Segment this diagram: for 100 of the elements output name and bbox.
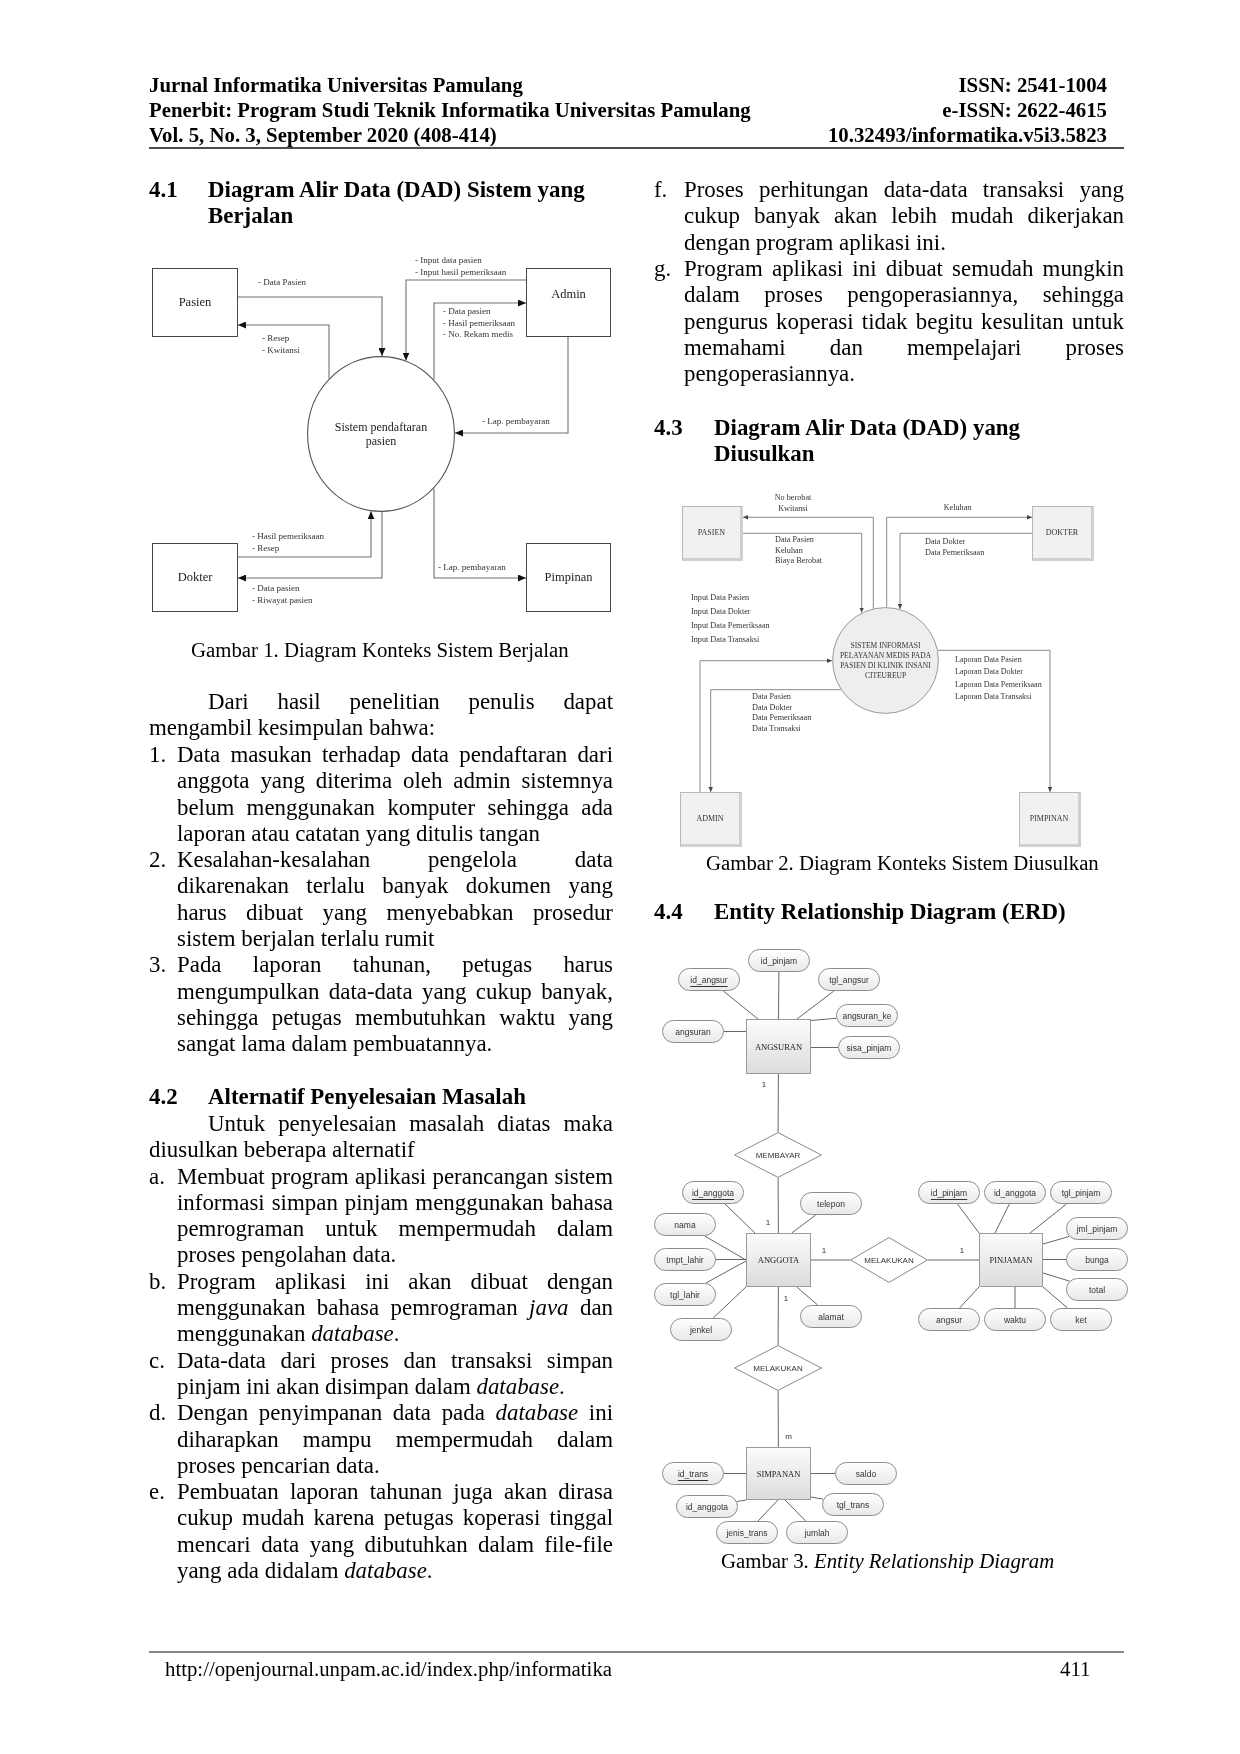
publisher-line: Penerbit: Program Studi Teknik Informatika Universitas Pamulang (149, 98, 751, 122)
attribute-line (722, 990, 759, 1020)
data-flow-arrow (237, 510, 375, 558)
list-item: c. Data-data dari proses dan transaksi simpan pinjam ini akan disimpan dalam database. (149, 1347, 613, 1401)
data-flow-arrow (897, 532, 1033, 610)
issn-number: ISSN: 2541-1004 (957, 73, 1107, 97)
figure-caption: Gambar 3. Entity Relationship Diagram (721, 1548, 1055, 1573)
section-heading: 4.3 Diagram Alir Data (DAD) yang Diusulkan (654, 414, 1022, 468)
data-flow-arrow (742, 515, 874, 609)
attribute-line (1029, 1203, 1067, 1234)
attribute-line (810, 1017, 837, 1021)
attribute-line (1042, 1259, 1067, 1260)
list-item: d. Dengan penyimpanan data pada database ini diharapkan mampu mempermudah dalam proses pencarian data. (149, 1400, 613, 1480)
attribute-line (736, 1499, 747, 1502)
relationship-line (777, 1390, 779, 1448)
external-entity-box: ADMIN (680, 792, 742, 847)
attribute-line (723, 1473, 747, 1474)
cardinality-label: 1 (959, 1245, 965, 1255)
entity-box: SIMPANAN (746, 1447, 811, 1500)
flow-label: - Lap. pembayaran (438, 562, 506, 574)
doi-text: 10.32493/informatika.v5i3.5823 (826, 123, 1107, 147)
volume-info: Vol. 5, No. 3, September 2020 (408-414) (149, 123, 497, 147)
entity-box: ANGSURAN (746, 1019, 811, 1074)
journal-name: Jurnal Informatika Universitas Pamulang (149, 73, 523, 97)
attribute-line (712, 1286, 747, 1319)
flow-label: Data Pasien Keluhan Biaya Berobat (775, 535, 823, 568)
cardinality-label: 1 (765, 1217, 771, 1227)
external-entity-box: Pimpinan (526, 543, 611, 612)
relationship-line (810, 1259, 851, 1261)
external-entity-box: PASIEN (682, 506, 743, 561)
relationship-line (927, 1259, 980, 1261)
data-flow-arrow (708, 689, 842, 793)
flow-label: Input Data Pasien Input Data Dokter Input Data Pemeriksaan Input Data Transaksi (691, 591, 770, 647)
attribute-line (810, 1047, 839, 1048)
attribute-line (704, 1235, 747, 1261)
figure-caption: Gambar 2. Diagram Konteks Sistem Diusulkan (706, 850, 1099, 875)
attribute-line (959, 1286, 980, 1309)
attribute-line (796, 990, 835, 1020)
data-flow-arrow (886, 515, 1033, 608)
list-item: a. Membuat program aplikasi perancangan sistem informasi simpan pinjam menggunakan bahasa pemrograman untuk mempermudah dalam proses pengolahan data. (149, 1163, 613, 1269)
data-flow-arrow (237, 296, 386, 357)
attribute-line (810, 1473, 836, 1474)
attribute-line (796, 1286, 819, 1306)
external-entity-box: DOKTER (1032, 506, 1094, 561)
entity-box: ANGGOTA (746, 1233, 811, 1287)
footer-url: http://openjournal.unpam.ac.id/index.php/informatika (165, 1657, 613, 1681)
list-item: f. Proses perhitungan data-data transaksi yang cukup banyak akan lebih mudah dikerjakan dengan program aplikasi ini. (654, 177, 1124, 256)
relationship-line (777, 1177, 779, 1234)
section-heading: 4.1 Diagram Alir Data (DAD) Sistem yang Berjalan (149, 177, 586, 230)
page-number: 411 (1060, 1657, 1091, 1681)
attribute-line (723, 1031, 747, 1032)
relationship-diamond: MELAKUKAN (734, 1345, 822, 1391)
attribute-line (778, 971, 780, 1020)
flow-label: Laporan Data Pasien Laporan Data Dokter Laporan Data Pemeriksaan Laporan Data Transaksi (955, 654, 1042, 704)
data-flow-arrow (237, 511, 383, 582)
attribute-line (757, 1499, 779, 1522)
list-item: e. Pembuatan laporan tahunan juga akan dirasa cukup mudah karena petugas koperasi tinggal mencari data yang dibutuhkan dalam file-file yang ada didalam database. (149, 1479, 613, 1585)
relationship-line (777, 1286, 779, 1346)
flow-label: - Lap. pembayaran (482, 416, 550, 428)
list-item: 1. Data masukan terhadap data pendaftaran dari anggota yang diterima oleh admin sistemnya belum menggunakan komputer sehingga ada laporan atau catatan yang ditulis tangan (149, 742, 613, 848)
list-item: b. Program aplikasi ini akan dibuat dengan menggunakan bahasa pemrograman java dan menggunakan database. (149, 1268, 613, 1348)
attribute-line (1042, 1272, 1071, 1282)
flow-label: - Hasil pemeriksaan - Resep (252, 531, 324, 554)
data-flow-arrow (742, 532, 864, 614)
relationship-diamond: MEMBAYAR (734, 1132, 822, 1178)
list-item: 2. Kesalahan-kesalahan pengelola data dikarenakan terlalu banyak dokumen yang harus dibuat yang menyebabkan prosedur sistem berjalan terlalu rumit (149, 847, 613, 953)
attribute-line (1042, 1236, 1070, 1245)
data-flow-arrow (937, 649, 1053, 793)
attribute-line (994, 1203, 1010, 1234)
eissn-number: e-ISSN: 2622-4615 (941, 98, 1107, 122)
process-circle: Sistem pendaftaran pasien (307, 356, 455, 512)
external-entity-box: Dokter (152, 543, 238, 612)
attribute-line (810, 1496, 824, 1500)
attribute-line (1042, 1286, 1068, 1309)
list-item: g. Program aplikasi ini dibuat semudah mungkin dalam proses pengoperasiannya, sehingga pengurus koperasi tidak begitu kesulitan untuk memahami dan mempelajari proses pengoperasiannya. (654, 256, 1124, 388)
external-entity-box: Admin (526, 268, 611, 337)
external-entity-box: PIMPINAN (1019, 792, 1081, 847)
attribute-line (957, 1203, 980, 1234)
cardinality-label: 1 (821, 1245, 827, 1255)
attribute-line (705, 1260, 747, 1284)
attribute-line (1014, 1286, 1016, 1309)
list-item: 3. Pada laporan tahunan, petugas harus mengumpulkan data-data yang cukup banyak, sehingga petugas membutuhkan waktu yang sangat lama dalam pembuatannya. (149, 952, 613, 1058)
entity-box: PINJAMAN (979, 1233, 1043, 1287)
flow-label: - Resep - Kwitansi (262, 333, 300, 356)
cardinality-label: 1 (783, 1293, 789, 1303)
section-heading: 4.2 Alternatif Penyelesaian Masalah (149, 1084, 527, 1111)
flow-label: - Input data pasien - Input hasil pemeriksaan (415, 255, 507, 278)
external-entity-box: Pasien (152, 268, 238, 337)
data-flow-arrow (433, 299, 527, 381)
data-flow-arrow (402, 279, 527, 362)
data-flow-arrow (699, 658, 833, 793)
attribute-line (784, 1499, 807, 1522)
relationship-line (777, 1073, 779, 1133)
figure-caption: Gambar 1. Diagram Konteks Sistem Berjalan (191, 638, 569, 662)
flow-label: - Data pasien - Riwayat pasien (252, 583, 313, 606)
data-flow-arrow (454, 336, 569, 437)
attribute-line (715, 1259, 747, 1260)
attribute-line (791, 1214, 817, 1234)
section-heading: 4.4 Entity Relationship Diagram (ERD) (654, 898, 1067, 925)
paragraph: Dari hasil penelitian penulis dapat mengambil kesimpulan bahwa: (149, 689, 613, 742)
